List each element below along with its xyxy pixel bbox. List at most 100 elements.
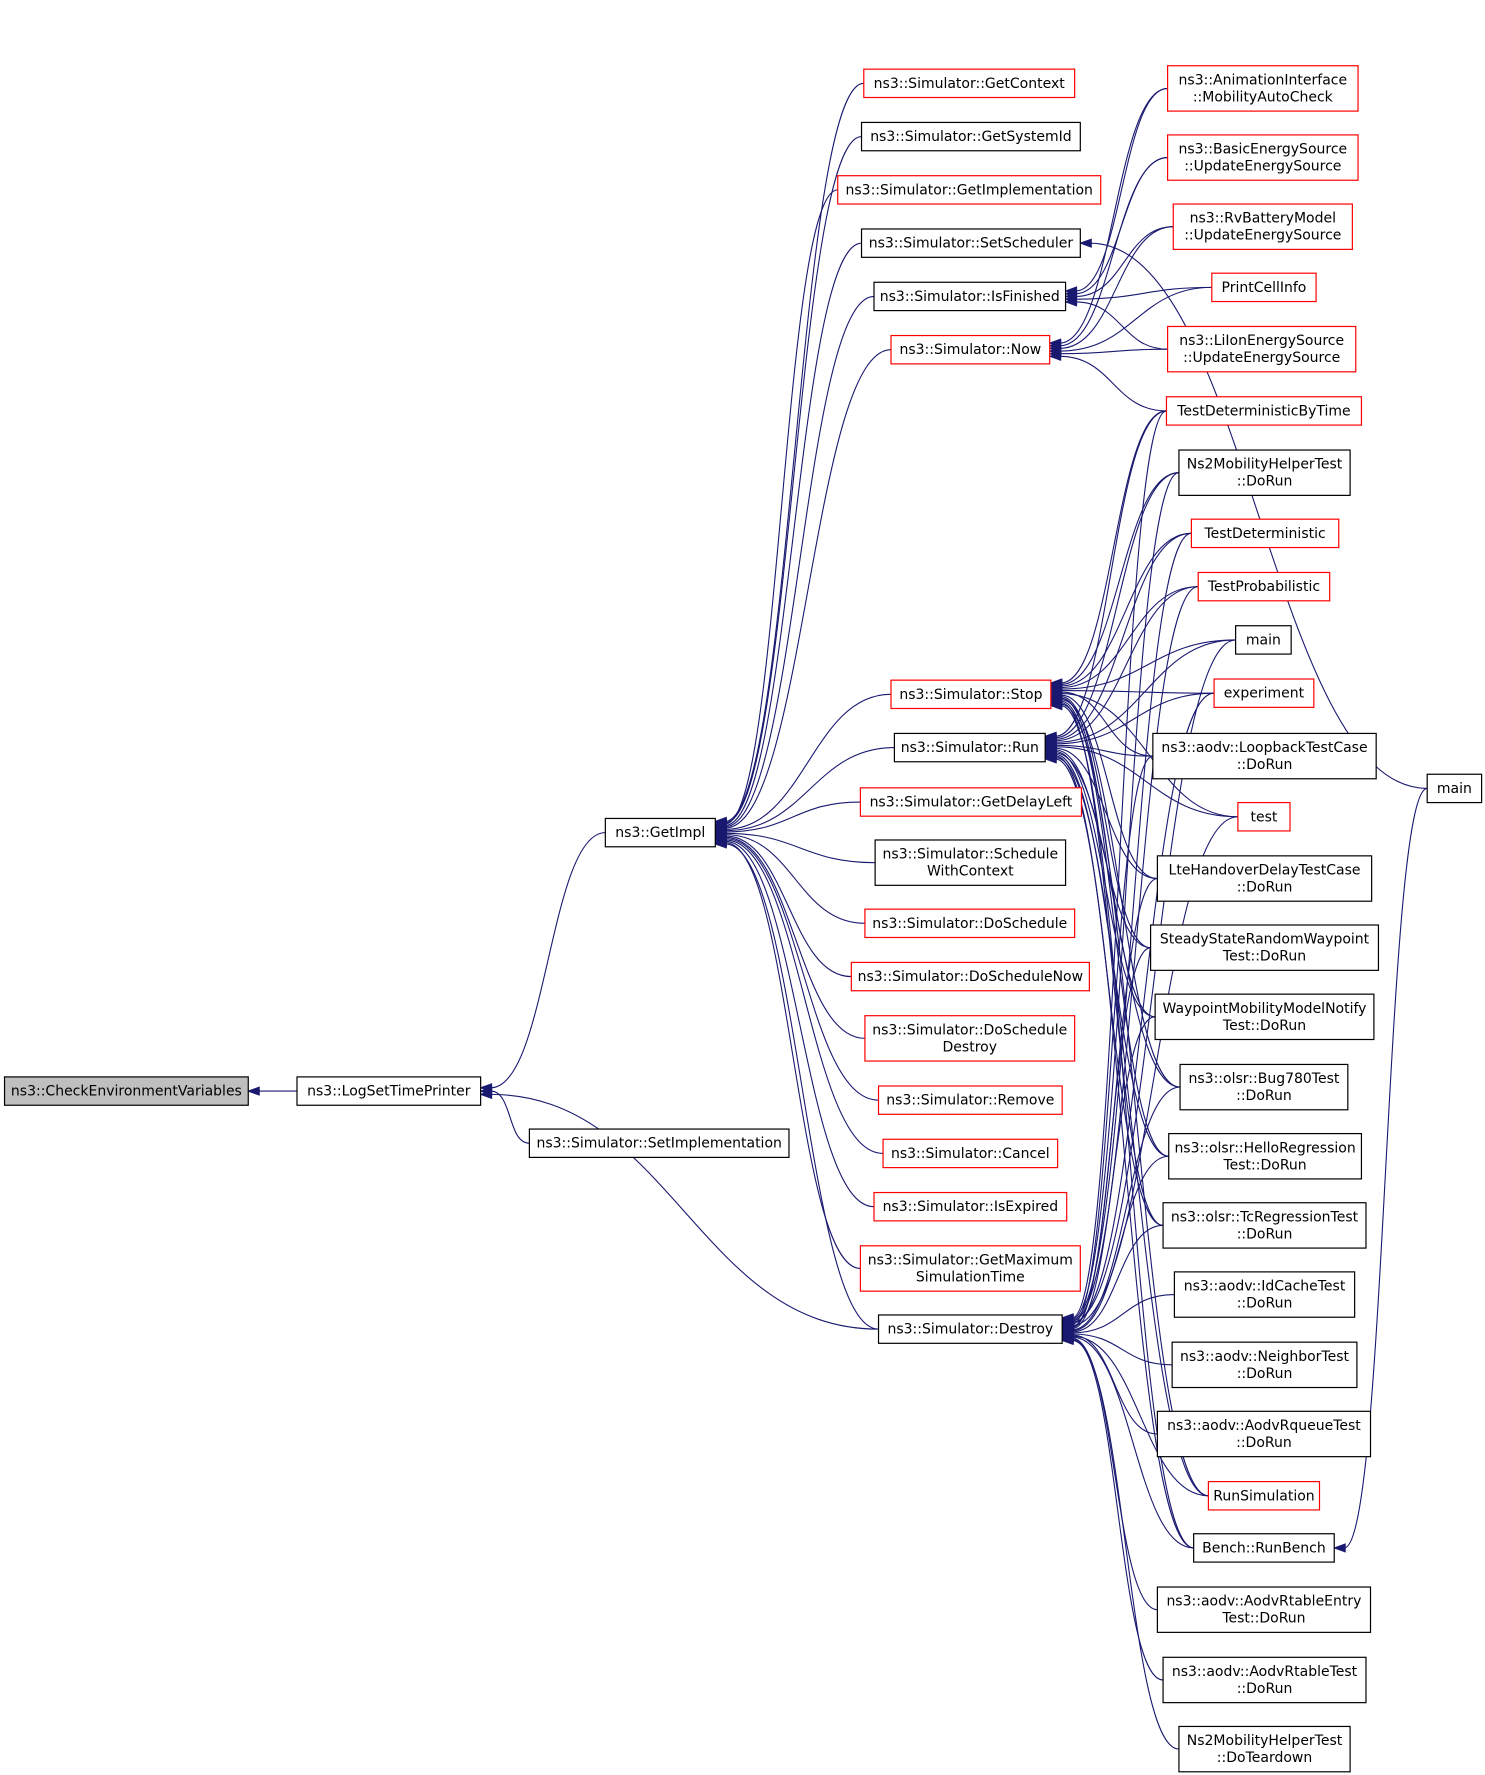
node-box bbox=[850, 961, 1090, 992]
node-is-expired[interactable]: ns3::Simulator::IsExpired bbox=[873, 1191, 1068, 1222]
arrowhead-li_ion-to-is_finished bbox=[1064, 297, 1078, 307]
node-box bbox=[1193, 1533, 1335, 1563]
node-main-mid[interactable]: main bbox=[1235, 625, 1292, 655]
node-test-prob[interactable]: TestProbabilistic bbox=[1197, 571, 1331, 602]
node-run-simulation[interactable]: RunSimulation bbox=[1207, 1480, 1321, 1511]
node-rqueue-test[interactable]: ns3::aodv::AodvRqueueTest::DoRun bbox=[1156, 1410, 1372, 1458]
node-main-right[interactable]: main bbox=[1426, 773, 1483, 804]
node-label: Ns2MobilityHelperTest bbox=[1187, 1733, 1343, 1749]
node-box bbox=[1166, 65, 1359, 112]
node-rtable-test[interactable]: ns3::aodv::AodvRtableTest::DoRun bbox=[1162, 1656, 1367, 1704]
node-stop[interactable]: ns3::Simulator::Stop bbox=[890, 679, 1052, 710]
node-label: ns3::aodv::IdCacheTest bbox=[1184, 1279, 1346, 1295]
node-label: ns3::LogSetTimePrinter bbox=[307, 1084, 471, 1100]
node-test-det[interactable]: TestDeterministic bbox=[1190, 518, 1340, 549]
node-set-scheduler[interactable]: ns3::Simulator::SetScheduler bbox=[860, 228, 1081, 258]
edge-test_det_by_time-to-destroy bbox=[1072, 410, 1167, 1319]
node-neighbor-test[interactable]: ns3::aodv::NeighborTest::DoRun bbox=[1171, 1341, 1358, 1389]
node-get-delay-left[interactable]: ns3::Simulator::GetDelayLeft bbox=[859, 787, 1083, 817]
node-label: ::DoRun bbox=[1237, 757, 1293, 773]
node-label: ns3::Simulator::Now bbox=[899, 342, 1041, 358]
node-do-schedule[interactable]: ns3::Simulator::DoSchedule bbox=[864, 908, 1076, 939]
edge-test-to-run bbox=[1055, 746, 1238, 818]
edge-ns2_teardown-to-destroy bbox=[1072, 1339, 1179, 1750]
edge-bug780-to-destroy bbox=[1072, 1086, 1181, 1331]
node-label: Ns2MobilityHelperTest bbox=[1187, 457, 1343, 473]
node-label: ::MobilityAutoCheck bbox=[1193, 89, 1334, 105]
edge-ns2_do_run-to-stop bbox=[1060, 472, 1179, 686]
edge-experiment-to-stop bbox=[1060, 689, 1215, 694]
node-get-context[interactable]: ns3::Simulator::GetContext bbox=[863, 68, 1076, 99]
edge-test_prob-to-run bbox=[1055, 586, 1199, 742]
node-get-implementation[interactable]: ns3::Simulator::GetImplementation bbox=[837, 175, 1102, 205]
node-tc-regression[interactable]: ns3::olsr::TcRegressionTest::DoRun bbox=[1162, 1202, 1367, 1249]
node-log-set-time-printer[interactable]: ns3::LogSetTimePrinter bbox=[296, 1076, 482, 1106]
edge-test_prob-to-destroy bbox=[1072, 586, 1199, 1322]
arrowhead-ns2_teardown-to-destroy bbox=[1060, 1335, 1074, 1346]
node-run[interactable]: ns3::Simulator::Run bbox=[893, 732, 1046, 763]
node-box bbox=[864, 908, 1076, 939]
node-label: ns3::Simulator::GetSystemId bbox=[870, 129, 1071, 145]
edge-basic_energy-to-now bbox=[1059, 157, 1168, 347]
edge-li_ion-to-now bbox=[1059, 348, 1168, 355]
node-check-env[interactable]: ns3::CheckEnvironmentVariables bbox=[3, 1076, 249, 1106]
node-label: Test::DoRun bbox=[1222, 949, 1306, 965]
node-do-schedule-now[interactable]: ns3::Simulator::DoScheduleNow bbox=[850, 961, 1090, 992]
edge-get_max_sim_time-to-get_impl bbox=[725, 842, 861, 1270]
node-label: test bbox=[1251, 809, 1278, 825]
edge-destroy-to-log_set_time_printer bbox=[490, 1093, 879, 1330]
node-remove[interactable]: ns3::Simulator::Remove bbox=[877, 1085, 1063, 1115]
node-label: ::UpdateEnergySource bbox=[1184, 228, 1341, 244]
edge-tc_regression-to-destroy bbox=[1072, 1224, 1164, 1333]
node-ns2-do-run[interactable]: Ns2MobilityHelperTest::DoRun bbox=[1178, 449, 1351, 496]
node-cancel[interactable]: ns3::Simulator::Cancel bbox=[882, 1138, 1059, 1169]
node-is-finished[interactable]: ns3::Simulator::IsFinished bbox=[873, 281, 1067, 312]
node-lte-handover[interactable]: LteHandoverDelayTestCase::DoRun bbox=[1156, 855, 1373, 902]
edge-loopback-to-destroy bbox=[1072, 755, 1154, 1325]
node-box bbox=[860, 228, 1081, 258]
node-mobility-auto-check[interactable]: ns3::AnimationInterface::MobilityAutoChe… bbox=[1166, 65, 1359, 112]
edge-experiment-to-run bbox=[1055, 692, 1215, 745]
node-bug780[interactable]: ns3::olsr::Bug780Test::DoRun bbox=[1179, 1063, 1349, 1111]
node-li-ion[interactable]: ns3::LiIonEnergySource::UpdateEnergySour… bbox=[1166, 325, 1357, 373]
node-print-cell-info[interactable]: PrintCellInfo bbox=[1211, 272, 1317, 303]
node-label: ns3::aodv::LoopbackTestCase bbox=[1161, 740, 1367, 756]
edge-main_mid-to-destroy bbox=[1072, 639, 1236, 1323]
node-box bbox=[1162, 1656, 1367, 1704]
node-loopback[interactable]: ns3::aodv::LoopbackTestCase::DoRun bbox=[1152, 732, 1377, 780]
node-box bbox=[860, 121, 1081, 152]
edge-run-to-get_impl bbox=[725, 747, 895, 832]
edge-do_schedule_destroy-to-get_impl bbox=[725, 836, 865, 1039]
node-rv-battery[interactable]: ns3::RvBatteryModel::UpdateEnergySource bbox=[1172, 203, 1353, 250]
node-get-impl[interactable]: ns3::GetImpl bbox=[604, 817, 716, 848]
node-destroy[interactable]: ns3::Simulator::Destroy bbox=[877, 1314, 1063, 1344]
node-ns2-teardown[interactable]: Ns2MobilityHelperTest::DoTeardown bbox=[1178, 1725, 1351, 1773]
edge-rtable_test-to-destroy bbox=[1072, 1338, 1164, 1681]
edge-print_cell_info-to-now bbox=[1059, 286, 1212, 352]
edge-is_finished-to-get_impl bbox=[725, 295, 875, 828]
node-run-bench[interactable]: Bench::RunBench bbox=[1193, 1533, 1335, 1563]
edge-test_det-to-run bbox=[1055, 532, 1192, 740]
edge-mobility_auto_check-to-now bbox=[1059, 87, 1168, 344]
node-box bbox=[1168, 1132, 1363, 1180]
node-experiment[interactable]: experiment bbox=[1213, 678, 1315, 708]
node-now[interactable]: ns3::Simulator::Now bbox=[890, 334, 1051, 365]
node-set-implementation[interactable]: ns3::Simulator::SetImplementation bbox=[528, 1128, 790, 1158]
edge-rtable_entry-to-destroy bbox=[1072, 1337, 1158, 1611]
node-test-det-by-time[interactable]: TestDeterministicByTime bbox=[1165, 396, 1363, 426]
node-test[interactable]: test bbox=[1237, 801, 1291, 832]
node-get-system-id[interactable]: ns3::Simulator::GetSystemId bbox=[860, 121, 1081, 152]
node-box bbox=[863, 68, 1076, 99]
node-basic-energy[interactable]: ns3::BasicEnergySource::UpdateEnergySour… bbox=[1166, 134, 1359, 181]
node-id-cache[interactable]: ns3::aodv::IdCacheTest::DoRun bbox=[1173, 1271, 1356, 1318]
node-label: TestDeterministicByTime bbox=[1176, 403, 1350, 419]
edge-run_bench-to-destroy bbox=[1072, 1336, 1194, 1549]
